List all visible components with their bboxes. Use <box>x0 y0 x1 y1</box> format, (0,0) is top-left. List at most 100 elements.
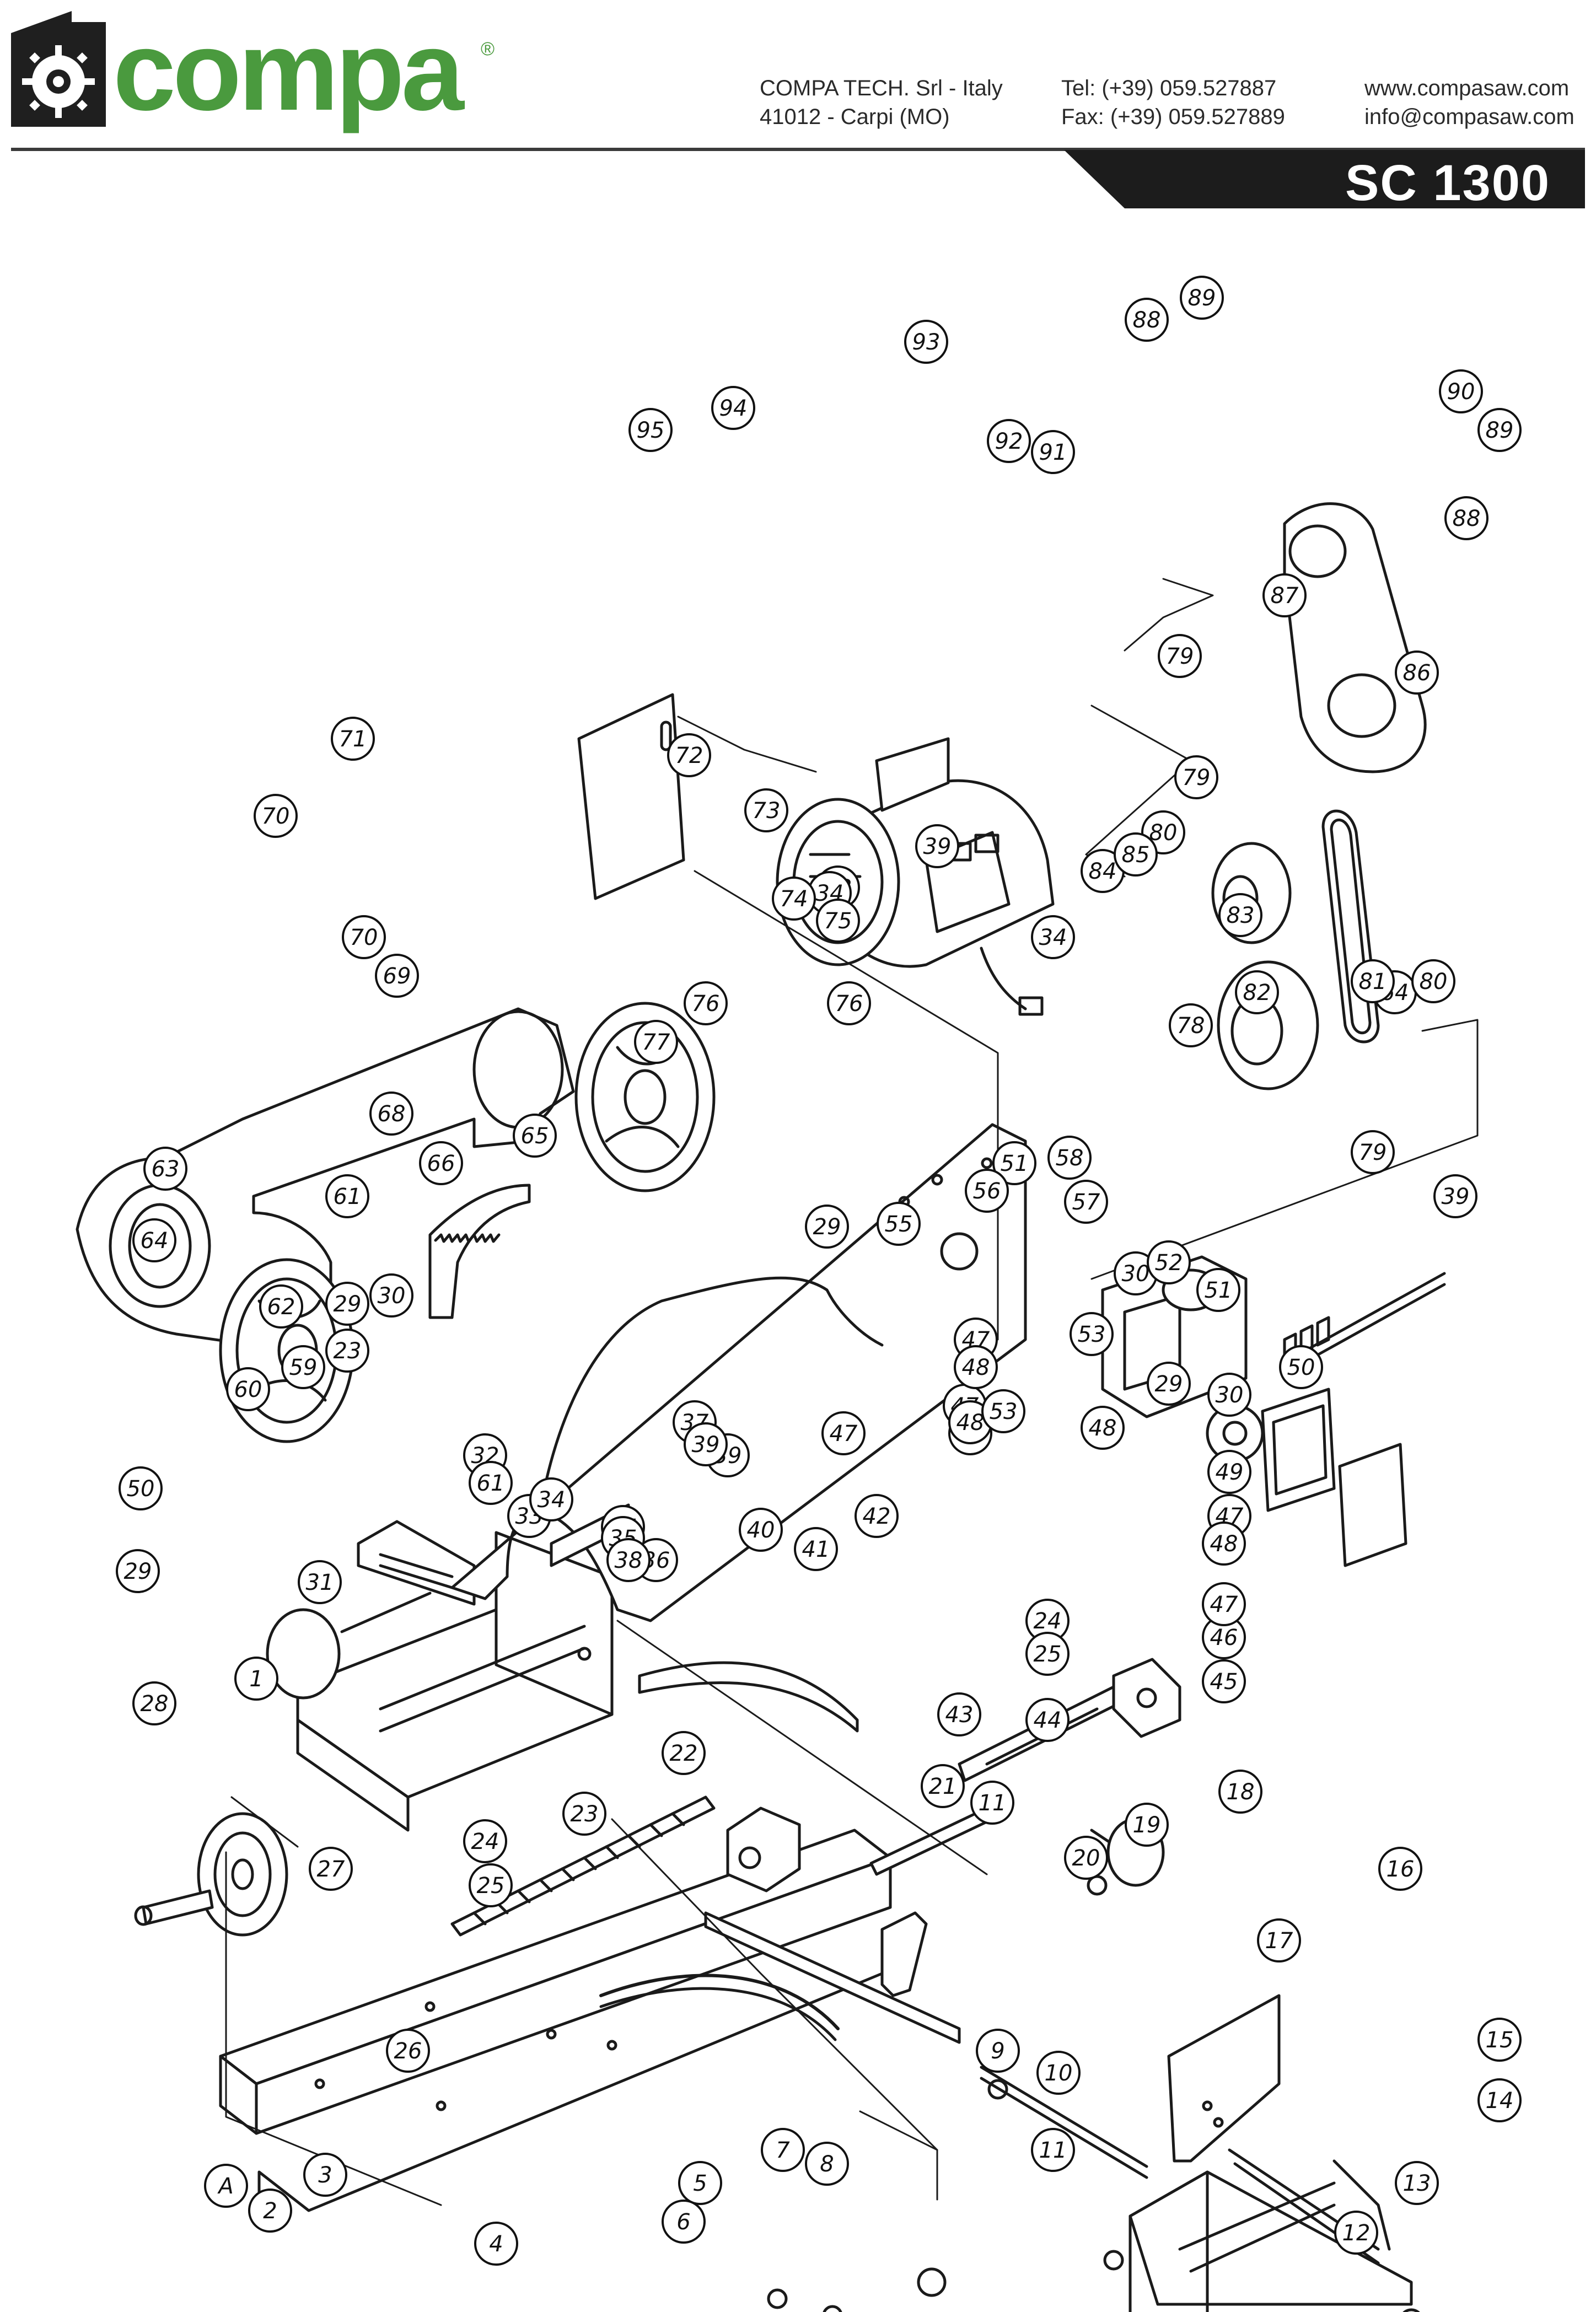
part-callout: 34 <box>529 1477 573 1521</box>
callout-circle <box>1169 1003 1213 1047</box>
vise-frame <box>296 1531 614 1832</box>
callout-circle <box>976 2029 1020 2073</box>
part-callout: 85 <box>1114 832 1158 877</box>
callout-circle <box>469 1461 513 1505</box>
callout-circle <box>1196 1268 1240 1312</box>
email-link[interactable]: info@compasaw.com <box>1364 105 1574 129</box>
callout-number: 81 <box>1359 969 1387 994</box>
part-callout: 17 <box>1257 1918 1301 1962</box>
callout-circle <box>1262 573 1307 617</box>
callout-number: 61 <box>334 1184 362 1209</box>
callout-number: 50 <box>127 1476 155 1502</box>
part-callout: 3 <box>303 2153 347 2197</box>
callout-circle <box>234 1657 278 1701</box>
saw-blade <box>428 1184 531 1319</box>
callout-circle <box>281 1345 325 1389</box>
brand-wordmark: compa <box>113 8 464 134</box>
callout-number: 70 <box>350 925 378 950</box>
callout-number: 1 <box>249 1666 263 1692</box>
callout-number: 31 <box>306 1570 334 1595</box>
movable-jaw-block <box>726 1806 801 1892</box>
callout-circle <box>1180 276 1224 320</box>
callout-circle <box>1081 1406 1125 1450</box>
part-callout: 47 <box>821 1411 866 1455</box>
callout-circle <box>119 1466 163 1510</box>
callout-circle <box>1218 1770 1262 1814</box>
callout-number: 10 <box>1045 2061 1073 2086</box>
callout-number: 34 <box>1039 925 1067 950</box>
callout-number: 23 <box>334 1338 362 1364</box>
callout-circle <box>937 1692 981 1736</box>
callout-number: 63 <box>152 1157 180 1182</box>
support-rod <box>704 1911 961 2044</box>
callout-circle <box>904 320 948 364</box>
part-callout: 29 <box>116 1549 160 1593</box>
company-address: 41012 - Carpi (MO) <box>760 105 950 129</box>
part-callout: 75 <box>816 899 860 943</box>
part-callout: 1 <box>234 1657 278 1701</box>
callout-circle <box>1207 1450 1251 1494</box>
callout-number: 69 <box>383 964 411 989</box>
callout-circle <box>1064 1836 1108 1880</box>
part-callout: 60 <box>226 1367 270 1411</box>
callout-circle <box>1411 959 1455 1003</box>
callout-number: 90 <box>1447 379 1475 405</box>
callout-number: 44 <box>1034 1708 1062 1733</box>
part-callout: 80 <box>1411 959 1455 1003</box>
callout-number: 42 <box>863 1504 891 1529</box>
callout-circle <box>259 1284 303 1329</box>
callout-number: 20 <box>1072 1846 1100 1871</box>
callout-number: 13 <box>1403 2171 1431 2196</box>
callout-circle <box>226 1367 270 1411</box>
callout-circle <box>1235 970 1279 1014</box>
callout-number: 93 <box>912 330 941 355</box>
exploded-parts-diagram: 1234567891011111213141516171819202122232… <box>76 276 1522 2312</box>
page-header: compa ® COMPA TECH. Srl - Italy 41012 - … <box>0 0 1596 211</box>
part-callout: 70 <box>254 794 298 838</box>
callout-number: 77 <box>642 1030 670 1055</box>
callout-number: 52 <box>1155 1250 1183 1276</box>
callout-circle <box>1025 1632 1070 1676</box>
part-callout: 49 <box>1207 1450 1251 1494</box>
callout-number: 50 <box>1287 1355 1315 1380</box>
callout-circle <box>711 386 755 430</box>
part-callout: 46 <box>1202 1615 1246 1659</box>
callout-circle <box>1147 1362 1191 1406</box>
callout-circle <box>987 419 1031 463</box>
callout-circle <box>386 2029 430 2073</box>
part-callout: 23 <box>562 1792 606 1836</box>
callout-circle <box>1477 2078 1522 2122</box>
angle-scale <box>599 1974 840 2041</box>
callout-number: 9 <box>991 2039 1004 2064</box>
registered-mark: ® <box>481 39 495 60</box>
part-callout: 47 <box>1202 1582 1246 1626</box>
part-callout: 20 <box>1064 1836 1108 1880</box>
callout-number: 18 <box>1227 1779 1255 1805</box>
website-link[interactable]: www.compasaw.com <box>1364 76 1570 100</box>
callout-circle <box>116 1549 160 1593</box>
model-title: SC 1300 <box>1345 155 1551 211</box>
callout-circle <box>419 1141 463 1185</box>
part-callout: 22 <box>662 1731 706 1775</box>
callout-number: 19 <box>1133 1813 1161 1838</box>
callout-number: 48 <box>962 1355 990 1380</box>
callout-circle <box>562 1792 606 1836</box>
part-callout: 24 <box>1025 1599 1070 1643</box>
part-callout: 34 <box>1031 915 1075 959</box>
part-callout: 50 <box>1279 1345 1323 1389</box>
callout-number: 2 <box>263 2198 277 2224</box>
callout-number: 61 <box>477 1471 505 1496</box>
part-callout: 24 <box>463 1819 507 1863</box>
callout-number: 71 <box>339 727 367 752</box>
part-callout: 29 <box>325 1282 369 1326</box>
part-callout: 94 <box>711 386 755 430</box>
callout-circle <box>369 1273 413 1318</box>
callout-circle <box>1477 2018 1522 2062</box>
guide-bracket <box>1112 1658 1181 1738</box>
part-callout: 38 <box>606 1538 651 1582</box>
fasteners <box>767 1875 1420 2312</box>
gearbox-cover <box>1338 1443 1407 1567</box>
callout-number: 17 <box>1265 1928 1293 1954</box>
callout-number: 91 <box>1039 440 1067 465</box>
callout-number: 51 <box>1001 1151 1029 1176</box>
